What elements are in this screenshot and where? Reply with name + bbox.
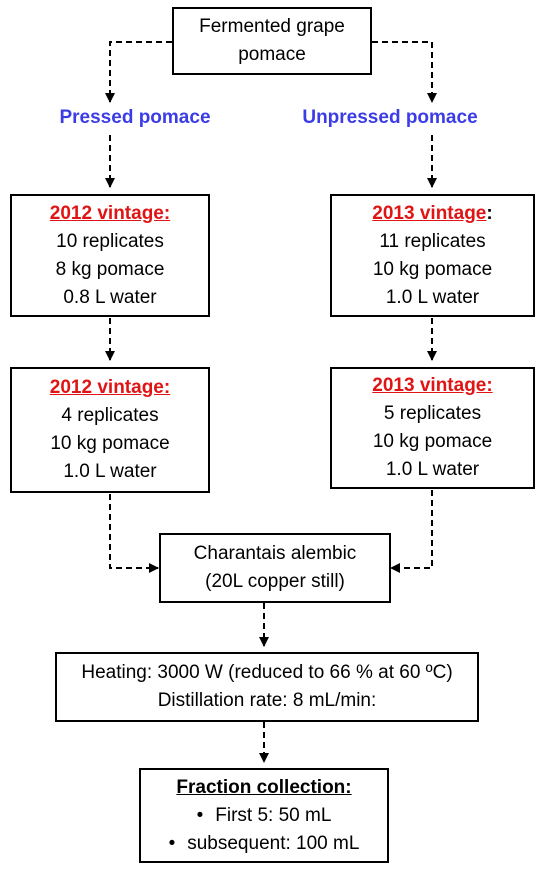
- pomace-2013-b: 10 kg pomace: [372, 431, 493, 452]
- arrow-root-to-unpressed: [372, 41, 437, 103]
- arrow-2013-box2-to-alembic: [390, 490, 433, 573]
- pomace-2012-a: 8 kg pomace: [55, 258, 165, 280]
- box-2013-vintage-b: 2013 vintage: 5 replicates 10 kg pomace …: [330, 367, 535, 489]
- box-2012-vintage-b: 2012 vintage: 4 replicates 10 kg pomace …: [10, 367, 210, 493]
- unpressed-pomace-label: Unpressed pomace: [302, 107, 478, 128]
- pomace-2012-b: 10 kg pomace: [50, 433, 170, 454]
- vintage-2013-title-b: 2013 vintage:: [372, 375, 493, 396]
- pressed-pomace-label: Pressed pomace: [59, 107, 211, 128]
- water-2012-a: 0.8 L water: [63, 286, 157, 308]
- fraction-bullet-2-text: subsequent: 100 mL: [187, 832, 360, 854]
- heating-box: Heating: 3000 W (reduced to 66 % at 60 º…: [55, 652, 479, 722]
- vintage-2012-title-b: 2012 vintage:: [49, 377, 171, 398]
- vintage-2012-title-a: 2012 vintage:: [49, 202, 171, 224]
- fraction-bullet-1: •First 5: 50 mL: [197, 802, 332, 830]
- alembic-line2: (20L copper still): [205, 571, 345, 592]
- replicates-2013-a: 11 replicates: [379, 230, 486, 252]
- root-line1: Fermented grape: [199, 16, 345, 37]
- root-box: Fermented grape pomace: [172, 7, 372, 75]
- vintage-2013-colon-a: :: [486, 202, 493, 224]
- box-2012-vintage-a: 2012 vintage: 10 replicates 8 kg pomace …: [10, 194, 210, 317]
- alembic-line1: Charantais alembic: [193, 543, 357, 564]
- arrow-2012-box2-to-alembic: [109, 494, 159, 573]
- water-2013-a: 1.0 L water: [385, 286, 480, 308]
- pomace-2013-a: 10 kg pomace: [372, 258, 493, 280]
- distillation-rate-line: Distillation rate: 8 mL/min:: [157, 690, 377, 711]
- fraction-bullet-2: •subsequent: 100 mL: [169, 830, 360, 858]
- replicates-2013-b: 5 replicates: [383, 403, 482, 424]
- root-line2: pomace: [238, 44, 306, 65]
- water-2012-b: 1.0 L water: [63, 461, 157, 482]
- vintage-2013-title-a: 2013 vintage: [372, 202, 487, 224]
- replicates-2012-b: 4 replicates: [61, 405, 159, 426]
- replicates-2012-a: 10 replicates: [56, 230, 164, 252]
- arrow-root-to-pressed: [105, 41, 172, 103]
- fraction-title: Fraction collection:: [176, 776, 352, 798]
- box-2013-vintage-a: 2013 vintage: 11 replicates 10 kg pomace…: [330, 194, 535, 317]
- heating-line1: Heating: 3000 W (reduced to 66 % at 60 º…: [81, 662, 453, 683]
- fraction-box: Fraction collection: •First 5: 50 mL •su…: [139, 768, 389, 863]
- alembic-box: Charantais alembic (20L copper still): [159, 533, 391, 603]
- water-2013-b: 1.0 L water: [385, 459, 480, 480]
- fraction-bullet-1-text: First 5: 50 mL: [215, 804, 332, 826]
